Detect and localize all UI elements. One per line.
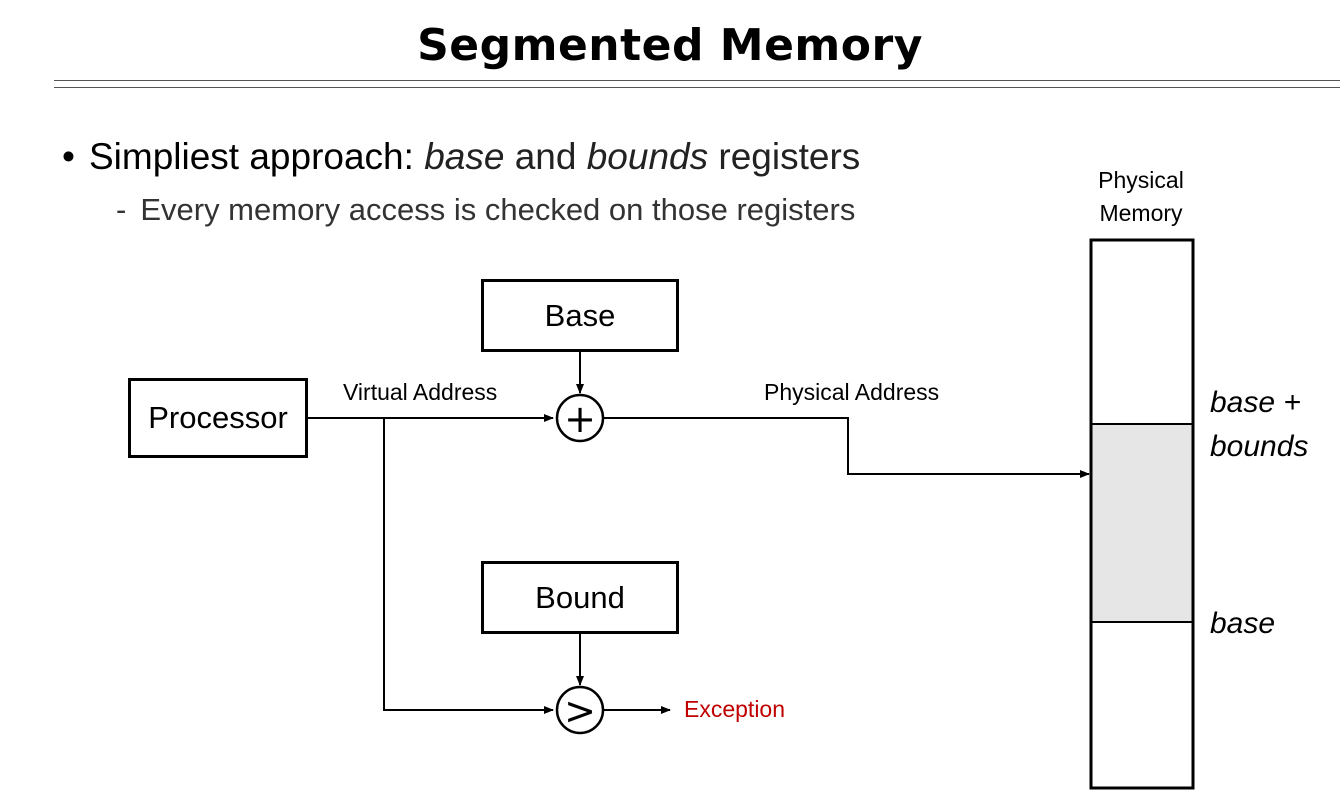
base-label: Base [544, 297, 616, 333]
segment-region [1092, 424, 1192, 622]
bullet-rest: base and bounds registers [424, 136, 860, 177]
sub-bullet-dash: - [116, 192, 127, 227]
bullet-and-word: and [514, 136, 577, 177]
bullet-base-word: base [424, 136, 505, 177]
bullet-colon: : [403, 136, 414, 177]
bullet-main: • Simpliest approach: base and bounds reg… [62, 136, 860, 178]
adder-symbol: + [564, 397, 596, 441]
adder-circle [555, 393, 605, 443]
title-rule-top [54, 80, 1340, 81]
virtual-address-label: Virtual Address [343, 379, 498, 405]
bullet-registers-word: registers [718, 136, 861, 177]
bound-box: Bound [481, 561, 679, 634]
processor-label: Processor [148, 400, 288, 435]
sub-bullet: -Every memory access is checked on those… [116, 192, 855, 228]
exception-label: Exception [684, 696, 786, 722]
bullet-bounds-word: bounds [586, 136, 709, 177]
physical-memory-label-line1: Physical [1098, 167, 1184, 193]
processor-box: Processor [128, 378, 308, 458]
physical-address-label: Physical Address [764, 379, 940, 405]
physical-address-wire [604, 417, 1090, 478]
sub-bullet-text: Every memory access is checked on those … [140, 192, 856, 227]
physical-memory-label-line2: Memory [1099, 200, 1183, 226]
base-plus-bounds-label: base + bounds [1210, 381, 1308, 469]
branch-to-compare-wire [383, 418, 554, 714]
bound-label: Bound [535, 579, 625, 615]
slide-title: Segmented Memory [417, 20, 923, 71]
base-box: Base [481, 279, 679, 352]
base-marker-label: base [1210, 607, 1276, 640]
base-plus-bounds-line1: base + [1210, 386, 1301, 419]
comparator-symbol: > [564, 689, 596, 733]
base-plus-bounds-line2: bounds [1210, 430, 1309, 463]
bullet-lead: Simpliest approach [88, 136, 404, 177]
bullet-dot: • [62, 136, 75, 177]
comparator-circle [555, 685, 605, 735]
title-rule-bottom [54, 87, 1340, 88]
